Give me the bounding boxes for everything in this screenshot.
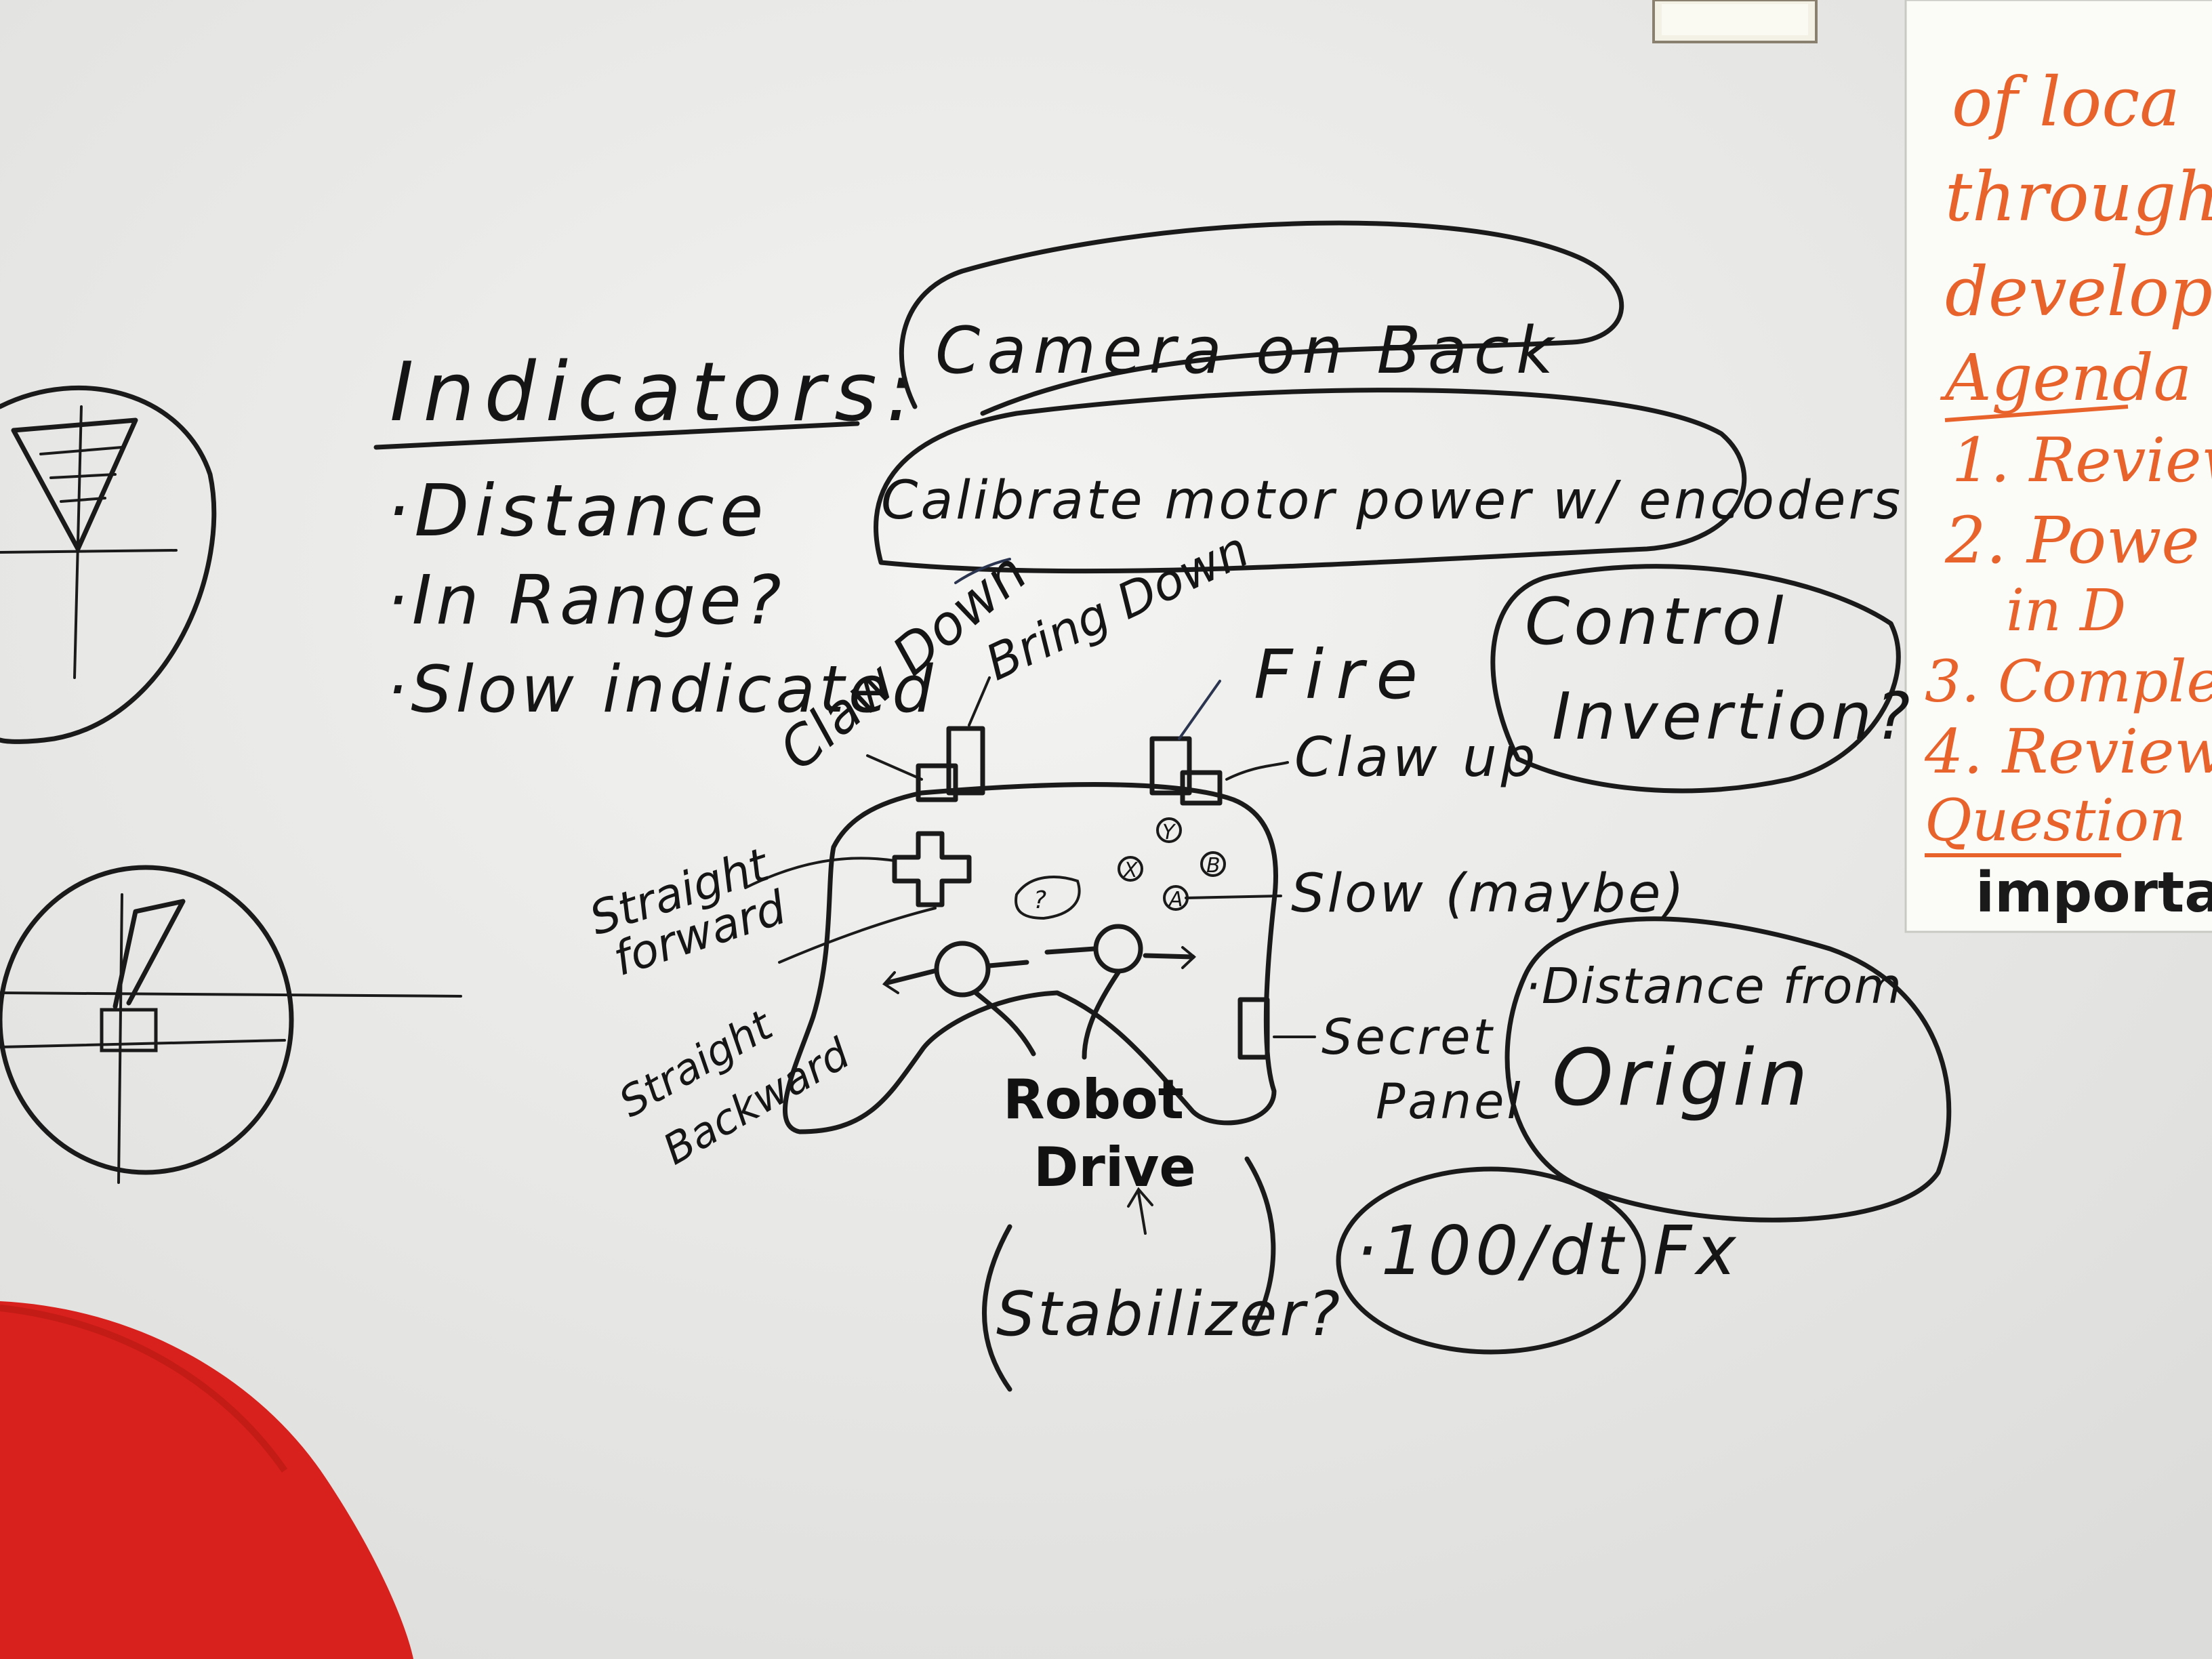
circle-diagram bbox=[0, 865, 462, 1184]
label-robot: Robot bbox=[1003, 1068, 1184, 1131]
business-card bbox=[1652, 0, 1818, 43]
flipchart-line-5: 1. Review bbox=[1952, 425, 2212, 496]
camera-bubble: Camera on Back bbox=[899, 220, 1624, 416]
calibrate-text: Calibrate motor power w/ encoders bbox=[881, 470, 1903, 531]
distance-origin-bubble: ·Distance from Origin bbox=[1504, 916, 1952, 1223]
control-text-1: Control bbox=[1525, 585, 1788, 659]
distance-text-1: ·Distance from bbox=[1525, 958, 1903, 1015]
control-text-2: Invertion? bbox=[1552, 680, 1914, 754]
control-bubble: Control Invertion? bbox=[1490, 564, 1914, 794]
flipchart-line-2: through bbox=[1945, 157, 2212, 237]
label-secret-1: Secret bbox=[1322, 1008, 1495, 1065]
controller-center-glyph: ? bbox=[1033, 886, 1046, 914]
button-x: X bbox=[1122, 859, 1139, 882]
label-fire: Fire bbox=[1254, 635, 1430, 714]
flipchart-line-6: 2. Powe bbox=[1944, 504, 2200, 578]
label-secret-2: Panel bbox=[1376, 1073, 1523, 1130]
indicators-section: Indicators: ·Distance ·In Range? ·Slow i… bbox=[373, 346, 937, 727]
button-a: A bbox=[1168, 888, 1183, 912]
stabilizer-text: Stabilizer? bbox=[996, 1279, 1343, 1350]
fx-text: ·100/dt Fx bbox=[1355, 1211, 1740, 1290]
calibrate-bubble: Calibrate motor power w/ encoders bbox=[874, 388, 1903, 574]
flipchart-paper: of loca through develop Agenda 1. Review… bbox=[1904, 0, 2212, 933]
flipchart-line-1: of loca bbox=[1952, 62, 2180, 142]
red-shirt bbox=[0, 1301, 413, 1659]
indicator-slow: ·Slow indicated bbox=[386, 653, 937, 727]
label-claw-up: Claw up bbox=[1294, 726, 1539, 789]
flipchart-line-8: 3. Comple bbox=[1925, 649, 2212, 716]
flipchart-line-9: 4. Review bbox=[1924, 716, 2212, 787]
button-y: Y bbox=[1162, 821, 1176, 844]
flipchart-line-11: importa bbox=[1975, 861, 2212, 925]
flipchart-line-10: Question bbox=[1925, 787, 2186, 855]
triangle-diagram bbox=[0, 386, 217, 744]
flipchart-line-7: in D bbox=[2006, 577, 2126, 644]
controller-drawing: ? Y X B A bbox=[782, 726, 1278, 1134]
indicator-in-range: ·In Range? bbox=[386, 560, 785, 640]
indicator-distance: ·Distance bbox=[386, 470, 769, 552]
camera-text: Camera on Back bbox=[935, 314, 1560, 388]
flipchart-line-3: develop bbox=[1945, 252, 2212, 331]
button-b: B bbox=[1206, 854, 1221, 878]
fx-bubble: ·100/dt Fx bbox=[1336, 1166, 1740, 1355]
distance-text-2: Origin bbox=[1552, 1033, 1812, 1124]
label-slow: Slow (maybe) bbox=[1291, 863, 1687, 924]
stabilizer-note: Stabilizer? bbox=[982, 1156, 1343, 1392]
flipchart-agenda: Agenda bbox=[1940, 341, 2192, 415]
label-drive: Drive bbox=[1033, 1136, 1196, 1199]
